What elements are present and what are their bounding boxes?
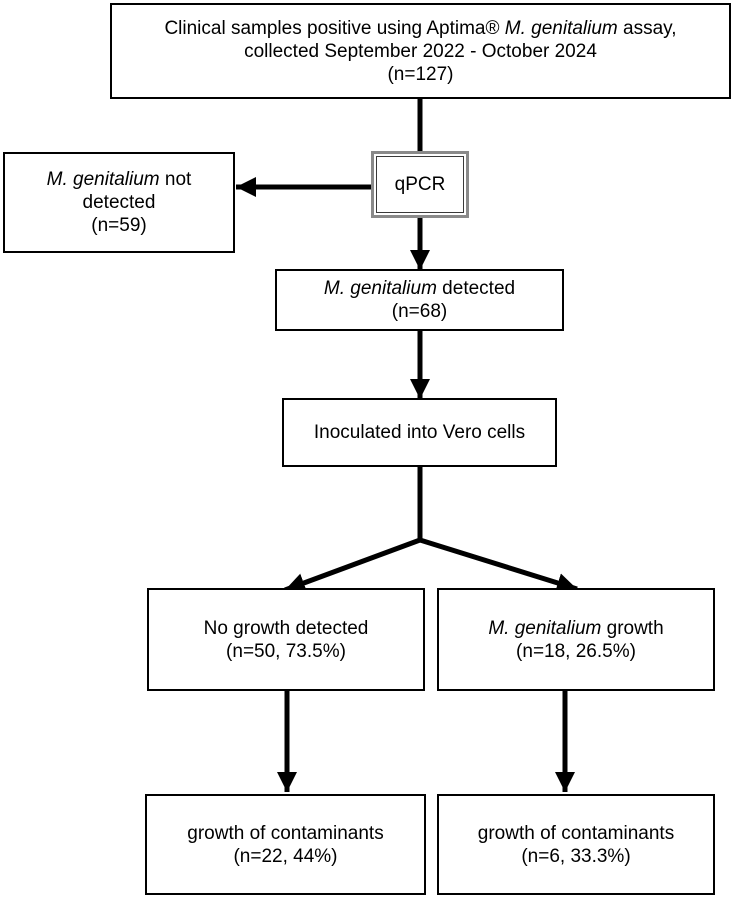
- source-samples-box: Clinical samples positive using Aptima® …: [110, 3, 731, 99]
- not-detected-line-1: M. genitalium not: [47, 168, 192, 191]
- inoculated-label: Inoculated into Vero cells: [313, 422, 526, 443]
- source-line-1: Clinical samples positive using Aptima® …: [164, 17, 676, 40]
- source-line-2: collected September 2022 - October 2024: [244, 40, 597, 62]
- not-detected-organism-name: M. genitalium: [46, 169, 160, 190]
- source-count: (n=127): [387, 63, 454, 85]
- arrow-branch-to-no-growth: [284, 537, 421, 593]
- not-detected-box: M. genitalium not detected (n=59): [3, 152, 235, 253]
- source-text-post: assay,: [617, 17, 677, 39]
- detected-box: M. genitalium detected (n=68): [275, 269, 564, 331]
- growth-box: M. genitalium growth (n=18, 26.5%): [437, 588, 715, 691]
- qpcr-box: qPCR: [371, 151, 469, 218]
- contaminants-right-label: growth of contaminants: [477, 822, 675, 844]
- detected-count: (n=68): [391, 301, 448, 322]
- no-growth-box: No growth detected (n=50, 73.5%): [147, 588, 425, 691]
- no-growth-count: (n=50, 73.5%): [226, 640, 346, 662]
- growth-organism-name: M. genitalium: [488, 617, 602, 639]
- detected-line-1: M. genitalium detected: [324, 277, 515, 300]
- not-detected-count: (n=59): [91, 215, 147, 236]
- inoculated-box: Inoculated into Vero cells: [282, 398, 557, 467]
- detected-organism-name: M. genitalium: [323, 278, 437, 299]
- detected-text: detected: [436, 278, 516, 299]
- growth-line-1: M. genitalium growth: [488, 617, 663, 640]
- contaminants-left-count: (n=22, 44%): [233, 845, 338, 867]
- not-detected-text: not: [159, 169, 192, 190]
- contaminants-right-count: (n=6, 33.3%): [521, 845, 631, 867]
- contaminants-right-box: growth of contaminants (n=6, 33.3%): [437, 794, 715, 895]
- growth-count: (n=18, 26.5%): [516, 640, 636, 662]
- not-detected-line-2: detected: [82, 192, 156, 213]
- no-growth-label: No growth detected: [203, 617, 369, 639]
- contaminants-left-box: growth of contaminants (n=22, 44%): [145, 794, 426, 895]
- qpcr-label: qPCR: [394, 174, 446, 195]
- growth-text: growth: [601, 617, 664, 639]
- arrow-branch-to-growth: [419, 537, 578, 593]
- contaminants-left-label: growth of contaminants: [187, 822, 384, 844]
- source-text-pre: Clinical samples positive using Aptima®: [164, 17, 505, 39]
- source-organism-name: M. genitalium: [504, 17, 618, 39]
